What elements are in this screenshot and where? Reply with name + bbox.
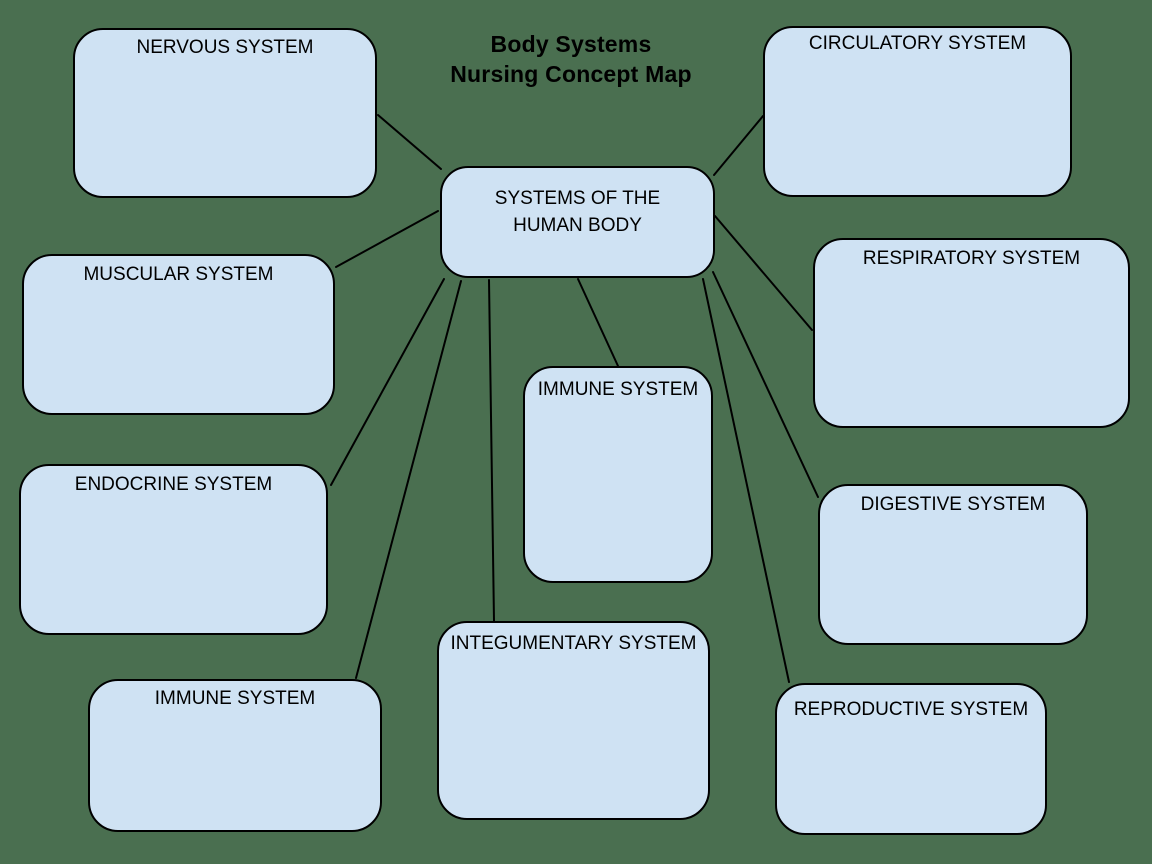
diagram-title: Body Systems Nursing Concept Map <box>420 29 722 89</box>
node-label: REPRODUCTIVE SYSTEM <box>793 699 1029 720</box>
connector-central-to-digestive <box>712 271 819 498</box>
node-reproductive-system: REPRODUCTIVE SYSTEM <box>775 683 1047 835</box>
node-label: RESPIRATORY SYSTEM <box>862 248 1081 269</box>
node-label: ENDOCRINE SYSTEM <box>74 474 273 495</box>
node-digestive-system: DIGESTIVE SYSTEM <box>818 484 1088 645</box>
node-label: INTEGUMENTARY SYSTEM <box>450 633 697 654</box>
connector-central-to-immune-center <box>577 278 619 367</box>
node-immune-system-center: IMMUNE SYSTEM <box>523 366 713 583</box>
node-circulatory-system: CIRCULATORY SYSTEM <box>763 26 1072 197</box>
node-muscular-system: MUSCULAR SYSTEM <box>22 254 335 415</box>
connector-central-to-circulatory <box>713 115 764 176</box>
connector-central-to-endocrine <box>330 278 445 486</box>
node-respiratory-system: RESPIRATORY SYSTEM <box>813 238 1130 428</box>
connector-central-to-reproductive <box>702 278 790 683</box>
node-label: NERVOUS SYSTEM <box>136 37 314 58</box>
node-label: CIRCULATORY SYSTEM <box>808 33 1027 54</box>
node-endocrine-system: ENDOCRINE SYSTEM <box>19 464 328 635</box>
connector-central-to-integumentary <box>488 279 495 622</box>
node-systems-of-the-human-body: SYSTEMS OF THE HUMAN BODY <box>440 166 715 278</box>
diagram-title-line-2: Nursing Concept Map <box>450 61 692 87</box>
node-nervous-system: NERVOUS SYSTEM <box>73 28 377 198</box>
diagram-title-line-1: Body Systems <box>490 31 652 57</box>
connector-central-to-nervous <box>377 114 442 170</box>
connector-central-to-immune-lower <box>355 280 462 679</box>
node-label: DIGESTIVE SYSTEM <box>860 494 1046 515</box>
node-label: IMMUNE SYSTEM <box>154 688 316 709</box>
node-label: HUMAN BODY <box>513 215 642 236</box>
node-label: MUSCULAR SYSTEM <box>83 264 274 285</box>
node-immune-system-lower-left: IMMUNE SYSTEM <box>88 679 382 832</box>
connector-central-to-muscular <box>335 210 439 268</box>
node-label: IMMUNE SYSTEM <box>537 379 699 400</box>
connector-central-to-respiratory <box>714 215 813 331</box>
node-label: SYSTEMS OF THE <box>494 188 661 209</box>
node-integumentary-system: INTEGUMENTARY SYSTEM <box>437 621 710 820</box>
